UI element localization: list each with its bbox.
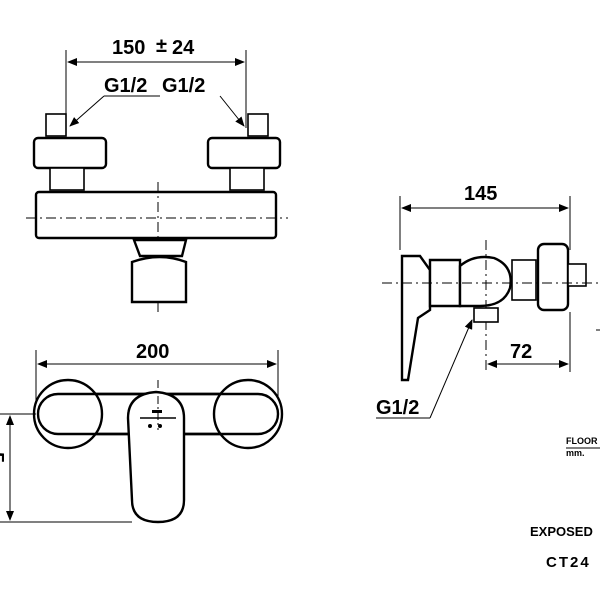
right-escutcheon <box>206 136 282 170</box>
left-escutcheon <box>32 136 108 170</box>
side-connector <box>511 259 537 301</box>
handle-dot-left <box>148 424 152 428</box>
front-left-escutcheon <box>32 378 104 450</box>
left-nut-top <box>45 113 67 137</box>
front-height-dim: 5 <box>0 452 7 463</box>
side-outlet-nut <box>473 307 499 323</box>
side-inlet-pipe <box>567 263 587 287</box>
front-width-dim: 200 <box>136 341 169 363</box>
right-nut-top <box>247 113 269 137</box>
handle-dot-right <box>158 424 162 428</box>
side-valve-body <box>458 255 512 308</box>
note-line-1: FLOOR <box>566 436 598 446</box>
top-left-thread-label: G1/2 <box>104 75 147 97</box>
front-lever-handle <box>126 390 186 524</box>
left-union-nut <box>49 167 85 191</box>
top-tolerance: 24 <box>172 37 195 59</box>
top-tolerance-sign: ± <box>156 35 167 57</box>
side-thread-leader <box>429 319 473 419</box>
valve-body-top <box>34 190 278 240</box>
front-right-escutcheon <box>212 378 284 450</box>
side-view: 145 72 G1/2 <box>376 183 600 419</box>
model-code: CT24 <box>546 554 591 571</box>
side-outlet-thread-label: G1/2 <box>376 397 419 419</box>
top-right-thread-label: G1/2 <box>162 75 205 97</box>
side-depth-dim: 145 <box>464 183 497 205</box>
top-view: 150 ± 24 G1/2 G1/2 <box>26 35 288 312</box>
side-escutcheon <box>536 242 570 312</box>
top-width-dim: 150 <box>112 37 145 59</box>
note-line-2: mm. <box>566 448 585 458</box>
right-union-nut <box>229 167 265 191</box>
right-thread-leader <box>219 95 245 127</box>
side-lever-handle <box>400 254 432 382</box>
outlet-neck <box>132 238 188 258</box>
product-title: EXPOSED <box>530 524 593 539</box>
front-view: 200 5 <box>0 341 284 524</box>
side-offset-dim: 72 <box>510 341 532 363</box>
outlet-spout <box>130 255 188 304</box>
left-thread-leader <box>69 95 105 127</box>
handle-indicator <box>152 410 162 413</box>
title-block: FLOOR mm. EXPOSED CT24 <box>530 436 600 571</box>
